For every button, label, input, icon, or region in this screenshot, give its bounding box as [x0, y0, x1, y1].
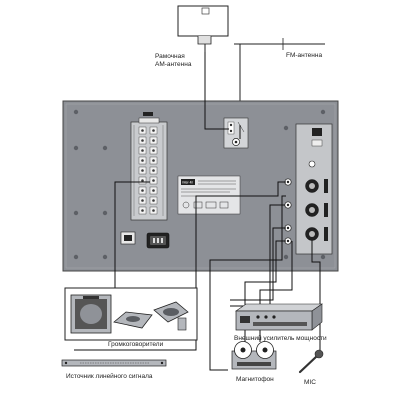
mic-label: MIC [304, 379, 316, 386]
tape-recorder-device [231, 341, 277, 370]
power-amp-label: Внешний усилитель мощности [234, 334, 327, 342]
fm-antenna-label: FM-антенна [286, 52, 322, 59]
power-inlet [146, 232, 170, 249]
am-antenna-label-line1: Рамочная [155, 53, 185, 60]
brand-badge: inter-M [182, 181, 193, 185]
tape-recorder-label: Магнитофон [236, 376, 274, 383]
am-loop-antenna [177, 5, 229, 52]
power-amplifier-device [235, 303, 323, 331]
speakers-group [64, 287, 198, 341]
line-source-label: Источник линейного сигнала [66, 372, 153, 380]
speakers-label: Громкоговорители [108, 341, 164, 348]
rating-label-plate: inter-M [177, 175, 241, 215]
input-output-module [284, 123, 333, 255]
antenna-terminal-module [223, 117, 249, 149]
line-source-device [61, 359, 167, 367]
am-antenna-label-line2: АМ-антенна [155, 61, 192, 68]
microphone-icon [298, 349, 324, 374]
speaker-terminal-block [130, 112, 168, 221]
power-switch [120, 231, 136, 245]
